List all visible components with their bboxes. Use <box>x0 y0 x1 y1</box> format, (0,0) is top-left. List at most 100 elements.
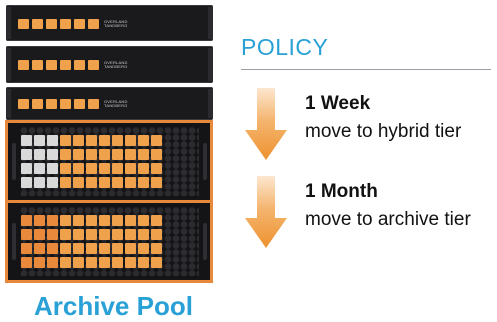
archive-drive-bay <box>21 177 32 188</box>
step-2-title: 1 Month <box>305 181 378 202</box>
archive-drive-bay <box>99 163 110 174</box>
archive-drive-bay <box>21 163 32 174</box>
archive-drive-bay <box>60 163 71 174</box>
archive-drive-bay <box>112 229 123 240</box>
archive-pool-frame <box>5 120 213 283</box>
down-arrow-icon <box>245 88 287 160</box>
archive-drive-bay <box>99 215 110 226</box>
archive-drive-bay <box>138 257 149 268</box>
drive-bay <box>32 19 43 29</box>
archive-drive-bay <box>151 215 162 226</box>
archive-drive-bay <box>99 177 110 188</box>
archive-drive-bay <box>47 215 58 226</box>
archive-drive-bay <box>60 149 71 160</box>
archive-drive-bay <box>60 229 71 240</box>
archive-drive-bay <box>60 215 71 226</box>
drive-bay <box>88 99 99 109</box>
archive-drive-bay <box>60 257 71 268</box>
policy-rule <box>241 69 491 70</box>
policy-heading: POLICY <box>241 34 329 60</box>
archive-drive-bay <box>138 243 149 254</box>
archive-drive-bay <box>125 243 136 254</box>
archive-drive-bay <box>21 135 32 146</box>
archive-drive-bay <box>34 257 45 268</box>
archive-drive-bay <box>99 135 110 146</box>
archive-drive-bay <box>34 135 45 146</box>
archive-drive-bay <box>112 135 123 146</box>
archive-drive-bay <box>112 149 123 160</box>
archive-drive-bay <box>125 177 136 188</box>
archive-drive-bay <box>151 177 162 188</box>
archive-drive-bay <box>34 149 45 160</box>
down-arrow-icon <box>245 176 287 248</box>
drive-bay <box>88 19 99 29</box>
archive-drive-bay <box>34 177 45 188</box>
archive-drive-bay <box>60 243 71 254</box>
archive-drive-bay <box>21 215 32 226</box>
archive-drive-bay <box>99 257 110 268</box>
archive-drive-bay <box>34 215 45 226</box>
archive-drive-bay <box>47 149 58 160</box>
archive-drive-bay <box>151 243 162 254</box>
archive-drive-bay <box>151 135 162 146</box>
drive-bay <box>46 60 57 70</box>
archive-drive-bay <box>125 149 136 160</box>
archive-drive-bay <box>112 177 123 188</box>
archive-drive-bay <box>73 257 84 268</box>
archive-drive-bay <box>112 257 123 268</box>
archive-drive-bay <box>125 215 136 226</box>
archive-drive-bay <box>73 177 84 188</box>
archive-drive-bay <box>125 229 136 240</box>
archive-drive-bay <box>86 257 97 268</box>
archive-drive-bay <box>86 215 97 226</box>
drive-bay <box>18 19 29 29</box>
drive-bay <box>60 19 71 29</box>
drive-bay <box>74 60 85 70</box>
archive-drive-bay <box>34 243 45 254</box>
drive-bay <box>32 60 43 70</box>
archive-chassis-lower <box>6 203 213 280</box>
archive-drive-bay <box>151 257 162 268</box>
drive-bay <box>60 99 71 109</box>
archive-drive-bay <box>86 163 97 174</box>
drive-bay <box>32 99 43 109</box>
archive-drive-bay <box>86 149 97 160</box>
drive-bay <box>46 19 57 29</box>
archive-drive-bay <box>112 243 123 254</box>
archive-drive-bay <box>138 177 149 188</box>
archive-drive-bay <box>99 243 110 254</box>
drive-bay <box>18 60 29 70</box>
archive-drive-bay <box>112 163 123 174</box>
archive-pool-divider <box>8 200 210 203</box>
archive-drive-bay <box>73 243 84 254</box>
archive-drive-bay <box>21 243 32 254</box>
archive-drive-bay <box>125 163 136 174</box>
archive-drive-bay <box>86 229 97 240</box>
step-2-description: move to archive tier <box>305 209 471 230</box>
archive-drive-bay <box>21 257 32 268</box>
archive-drive-bay <box>138 215 149 226</box>
archive-drive-bay <box>138 135 149 146</box>
drive-bay <box>60 60 71 70</box>
archive-drive-bay <box>47 177 58 188</box>
archive-drive-bay <box>73 135 84 146</box>
archive-drive-bay <box>112 215 123 226</box>
archive-drive-bay <box>86 243 97 254</box>
drive-bay <box>18 99 29 109</box>
archive-drive-bay <box>138 229 149 240</box>
archive-drive-bay <box>86 135 97 146</box>
archive-drive-bay <box>21 149 32 160</box>
archive-drive-bay <box>73 215 84 226</box>
drive-bay <box>88 60 99 70</box>
archive-drive-bay <box>47 163 58 174</box>
archive-drive-bay <box>60 135 71 146</box>
archive-drive-bay <box>151 149 162 160</box>
archive-drive-bay <box>125 135 136 146</box>
archive-drive-bay <box>73 229 84 240</box>
drive-bay <box>74 19 85 29</box>
